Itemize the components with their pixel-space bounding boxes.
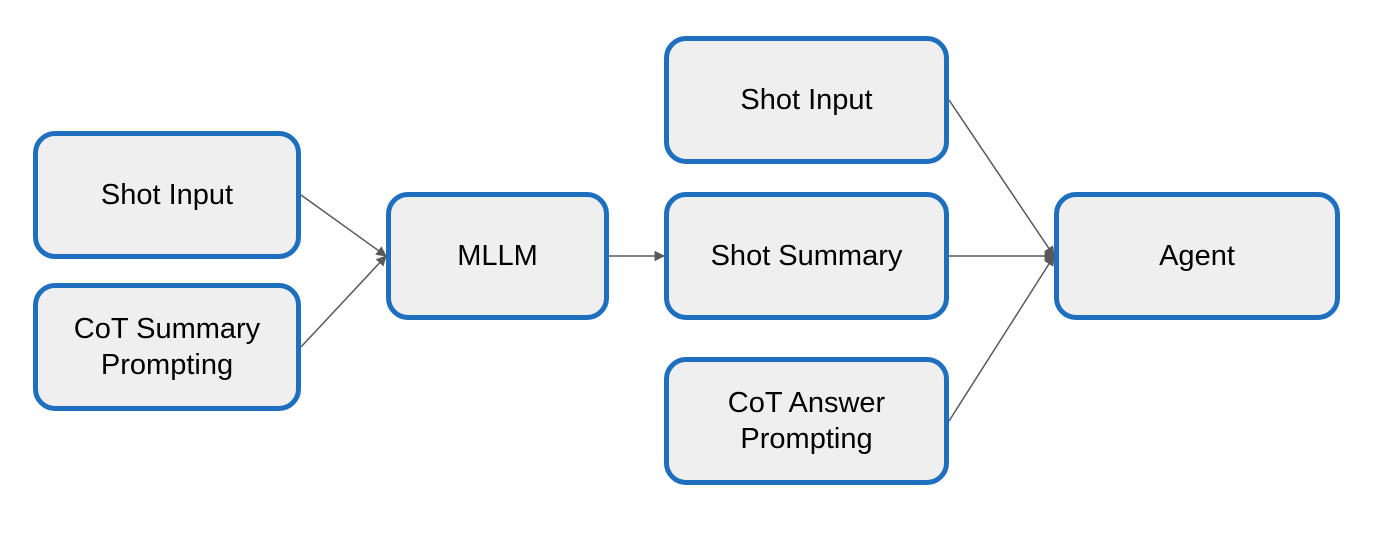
node-agent: Agent (1054, 192, 1340, 320)
node-label-line2: Prompting (740, 423, 873, 455)
edge-cot_summary_prompting-to-mllm (300, 255, 387, 348)
node-label-line2: Prompting (100, 349, 234, 381)
edge-shot_input_left-to-mllm (300, 194, 387, 257)
node-cot-answer-prompting: CoT Answer Prompting (664, 357, 949, 485)
node-mllm: MLLM (386, 192, 609, 320)
node-label: Shot Input (100, 178, 234, 211)
node-label-line1: CoT Summary (73, 312, 261, 345)
node-label-line1: CoT Answer (727, 386, 886, 419)
node-label: Shot Summary (710, 239, 903, 272)
node-shot-input-left: Shot Input (33, 131, 301, 259)
node-label: MLLM (457, 239, 538, 272)
edge-shot_input_right-to-agent (948, 99, 1055, 257)
node-label: Agent (1159, 239, 1235, 272)
node-label: Shot Input (740, 83, 873, 116)
node-shot-summary: Shot Summary (664, 192, 949, 320)
edge-cot_answer_prompting-to-agent (948, 255, 1055, 422)
node-shot-input-right: Shot Input (664, 36, 949, 164)
node-cot-summary-prompting: CoT Summary Prompting (33, 283, 301, 411)
